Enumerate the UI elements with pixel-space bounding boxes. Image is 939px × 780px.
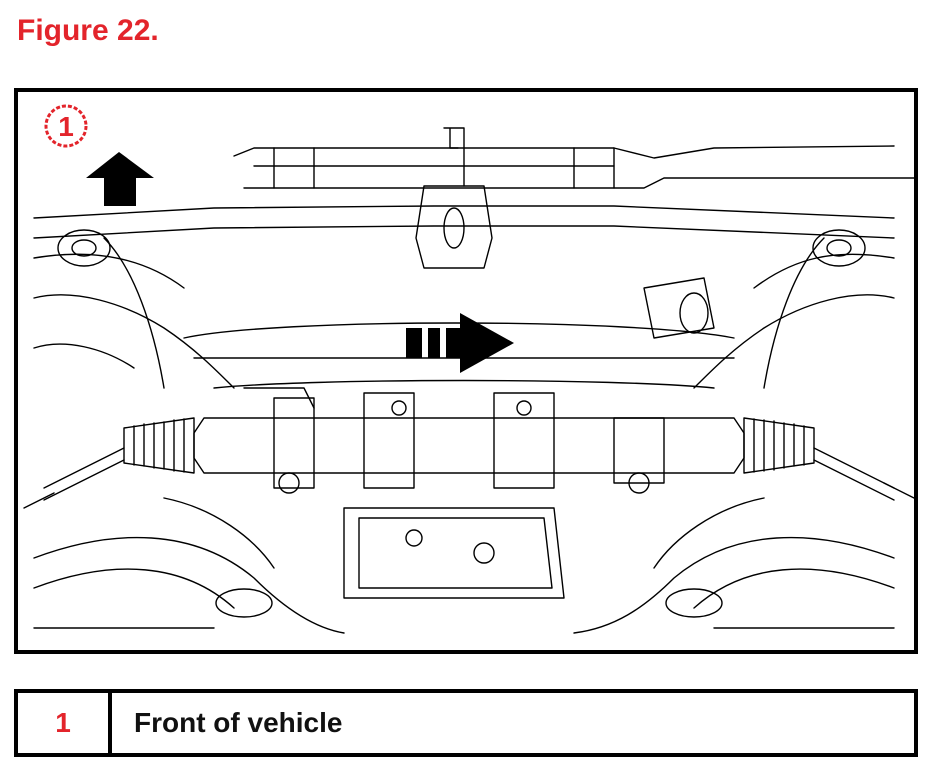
diagram-frame [14,88,918,654]
vehicle-line-art [23,127,915,634]
up-arrow-icon [86,152,154,206]
legend-row: 1 Front of vehicle [14,689,918,757]
legend-description: Front of vehicle [108,689,918,757]
legend-number: 1 [14,689,112,757]
callout-1-label: 1 [58,111,74,142]
steering-rack-diagram: 1 [14,88,918,654]
right-arrow-icon [406,313,514,373]
callout-1: 1 [44,104,88,148]
legend-table: 1 Front of vehicle [14,689,918,757]
figure-title: Figure 22. [17,14,159,47]
